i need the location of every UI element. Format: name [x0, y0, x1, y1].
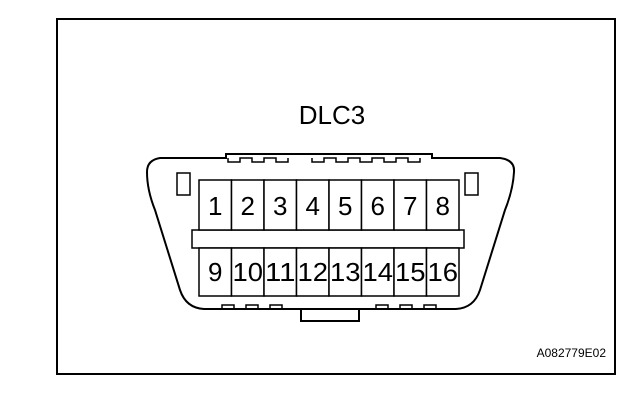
left-guide-slot: [176, 172, 191, 196]
pin-label: 5: [338, 191, 352, 221]
pin-cell: [295, 247, 330, 297]
pin-label: 15: [395, 257, 426, 287]
pin-cell: [425, 247, 460, 297]
pin-label: 10: [233, 257, 264, 287]
pin-label: 13: [330, 257, 361, 287]
connector-bottom-teeth: [221, 304, 437, 310]
pin-cell: [198, 179, 233, 231]
pin-label: 3: [273, 191, 287, 221]
pin-label: 9: [208, 257, 222, 287]
pin-label: 12: [298, 257, 329, 287]
pin-label: 4: [306, 191, 320, 221]
pin-label: 2: [241, 191, 255, 221]
pin-label: 11: [265, 257, 296, 287]
pin-cell: [230, 179, 265, 231]
pin-cell: [328, 179, 363, 231]
pin-cell: [360, 247, 395, 297]
pin-label: 14: [363, 257, 394, 287]
pin-cell: [198, 247, 233, 297]
pin-cell: [393, 247, 428, 297]
pin-cell: [328, 247, 363, 297]
pin-cell: [263, 247, 298, 297]
connector-title: DLC3: [299, 100, 365, 130]
pin-cell: [295, 179, 330, 231]
right-guide-slot: [464, 172, 479, 196]
connector-top-teeth: [227, 157, 421, 163]
pin-cell: [425, 179, 460, 231]
pin-cell: [360, 179, 395, 231]
pin-label: 7: [403, 191, 417, 221]
pin-label: 6: [371, 191, 385, 221]
figure-code: A082779E02: [537, 346, 607, 360]
pin-label: 16: [428, 257, 459, 287]
pin-label: 8: [436, 191, 450, 221]
pin-cell: [393, 179, 428, 231]
center-separator: [191, 229, 465, 249]
bottom-latch: [300, 308, 360, 322]
pin-label: 1: [208, 191, 222, 221]
